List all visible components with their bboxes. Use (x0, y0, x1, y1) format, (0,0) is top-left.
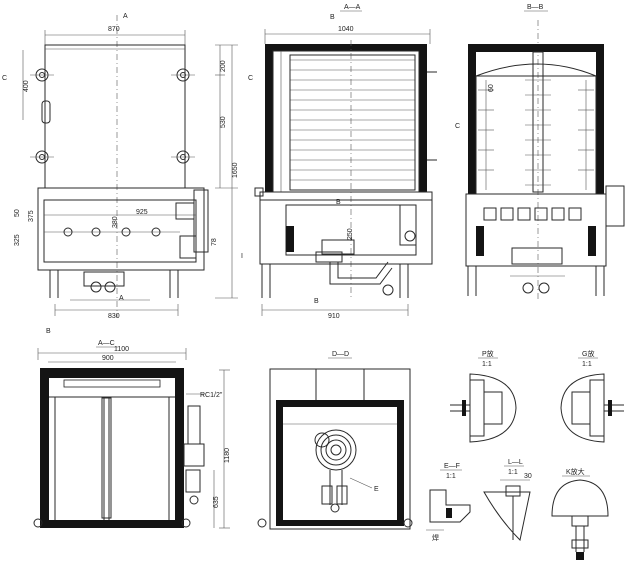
detail-ef-scale: 1:1 (446, 473, 456, 480)
front-dim-mid: 380 (112, 216, 119, 228)
section-a-cut-b-bottom: B (314, 298, 319, 305)
front-dim-right-mid: 530 (220, 116, 227, 128)
front-dim-left-top: 400 (23, 80, 30, 92)
section-c-dim-height: 1180 (224, 448, 231, 463)
section-b-title: B—B (527, 4, 544, 11)
section-b-cut-c: C (455, 123, 460, 130)
section-d-mark: E (374, 486, 379, 493)
section-a-dim-mid: 250 (347, 228, 354, 240)
section-a-view: A—A B 1040 B (241, 4, 437, 320)
section-d-title: D—D (332, 351, 349, 358)
detail-p: P放 1:1 (450, 349, 517, 443)
front-dim-mid2: 925 (136, 209, 148, 216)
detail-ef-note: 焊 (432, 533, 439, 542)
front-dim-right-low: 78 (211, 238, 218, 246)
detail-ef-title: E—F (444, 463, 460, 470)
detail-ll-scale: 1:1 (508, 469, 518, 476)
detail-p-title: P放 (482, 349, 494, 358)
front-dim-bottom-width: 830 (108, 313, 120, 320)
section-c-title: A—C (98, 340, 115, 347)
front-dim-right-top: 200 (220, 60, 227, 72)
front-dim-total-height: 1650 (232, 162, 239, 178)
section-d-view: D—D E (257, 351, 413, 530)
section-c-dim-top: 1100 (114, 346, 129, 353)
front-cut-left: C (2, 75, 7, 82)
detail-l-l: L—L 1:1 30 (483, 459, 532, 542)
detail-ll-title: L—L (508, 459, 523, 466)
front-dim-side-b: 375 (28, 210, 35, 222)
front-section-mark-bottom: A (119, 295, 124, 302)
section-b-dim-side: 60 (488, 84, 495, 92)
detail-g: G放 1:1 (560, 349, 624, 443)
detail-k-title: K放大 (566, 467, 585, 476)
section-a-title: A—A (344, 4, 361, 11)
front-section-mark-top: A (123, 13, 128, 20)
front-dim-top-width: 870 (108, 26, 120, 33)
section-a-cut-b-top: B (330, 14, 335, 21)
detail-ll-dim: 30 (524, 473, 532, 480)
section-c-view: A—C 1100 900 RC1/2" 1180 635 (33, 340, 231, 529)
front-dim-side-a: 50 (14, 209, 21, 217)
front-view: A A C C B 870 200 530 1650 400 (2, 13, 253, 335)
front-dim-left-low: 325 (14, 234, 21, 246)
detail-e-f: E—F 1:1 焊 (426, 463, 471, 542)
section-a-dim-top: 1040 (338, 26, 354, 33)
front-cut-right: C (248, 75, 253, 82)
section-b-view: B—B 60 C (455, 4, 625, 300)
detail-p-scale: 1:1 (482, 361, 492, 368)
section-c-dim-low: 635 (213, 496, 220, 508)
detail-g-scale: 1:1 (582, 361, 592, 368)
section-a-mark-i: I (241, 253, 243, 260)
detail-g-title: G放 (582, 349, 594, 358)
front-cut-b: B (46, 328, 51, 335)
section-c-dim-inner: 900 (102, 355, 114, 362)
detail-k: K放大 (551, 467, 609, 560)
section-a-mark-b: B (336, 199, 341, 206)
section-a-dim-bottom: 910 (328, 313, 340, 320)
section-c-pipe-label: RC1/2" (200, 392, 223, 399)
